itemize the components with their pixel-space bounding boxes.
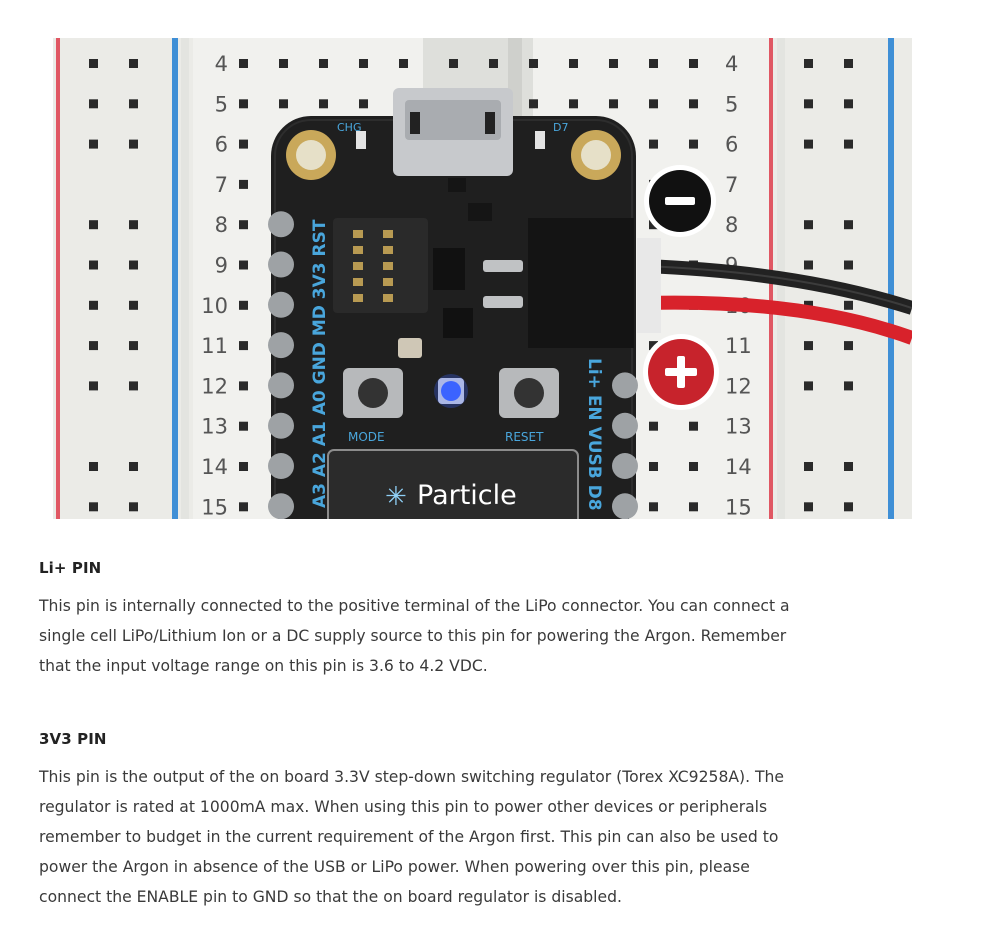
svg-text:A3 A2 A1 A0 GND MD 3V3 RST: A3 A2 A1 A0 GND MD 3V3 RST — [310, 219, 330, 508]
row-number: 5 — [215, 92, 228, 116]
row-number: 14 — [201, 455, 228, 479]
row-number: 11 — [201, 334, 228, 358]
row-number: 15 — [201, 495, 228, 519]
row-number: 6 — [725, 133, 738, 157]
row-number: 12 — [201, 374, 228, 398]
svg-text:Li+ EN VUSB D8: Li+ EN VUSB D8 — [584, 358, 604, 511]
3v3-pin-line: power the Argon in absence of the USB or… — [39, 858, 750, 876]
row-number: 4 — [725, 52, 738, 76]
row-number: 4 — [215, 52, 228, 76]
row-number: 7 — [725, 173, 738, 197]
reset-label: RESET — [505, 430, 544, 444]
3v3-pin-line: This pin is the output of the on board 3… — [39, 768, 785, 786]
red-wire — [642, 295, 912, 345]
mode-label: MODE — [348, 430, 385, 444]
left-rail-red-line — [56, 38, 60, 519]
brand-label: Particle — [417, 480, 517, 511]
row-number: 8 — [215, 213, 228, 237]
positive-terminal-badge — [643, 334, 719, 410]
row-number: 5 — [725, 92, 738, 116]
row-number: 15 — [725, 495, 752, 519]
li-pin-line: that the input voltage range on this pin… — [39, 657, 488, 675]
row-number: 8 — [725, 213, 738, 237]
row-number: 10 — [201, 294, 228, 318]
negative-terminal-badge — [644, 165, 716, 237]
particle-logo: ✳ Particle — [385, 480, 517, 512]
right-pin-labels: Li+ EN VUSB D8 — [584, 358, 604, 511]
row-number: 9 — [215, 254, 228, 278]
3v3-pin-description: This pin is the output of the on board 3… — [39, 762, 909, 912]
svg-text:✳: ✳ — [385, 482, 407, 512]
row-number: 12 — [725, 374, 752, 398]
3v3-pin-line: connect the ENABLE pin to GND so that th… — [39, 888, 622, 906]
li-pin-heading: Li+ PIN — [39, 559, 102, 577]
wifi-module — [327, 449, 579, 519]
li-pin-description: This pin is internally connected to the … — [39, 591, 909, 681]
row-numbers-left: 4 5 6 7 8 9 10 11 12 13 14 15 — [201, 52, 228, 519]
3v3-pin-heading: 3V3 PIN — [39, 730, 107, 748]
lipo-connector — [528, 218, 634, 348]
row-number: 14 — [725, 455, 752, 479]
argon-board — [268, 88, 661, 519]
row-number: 7 — [215, 173, 228, 197]
3v3-pin-line: regulator is rated at 1000mA max. When u… — [39, 798, 768, 816]
d7-label: D7 — [553, 121, 568, 134]
left-pin-labels: A3 A2 A1 A0 GND MD 3V3 RST — [310, 219, 330, 508]
row-number: 13 — [725, 415, 752, 439]
argon-breadboard-photo: 4 5 6 7 8 9 10 11 12 13 14 15 4 5 6 7 8 9 10 11 12 13 14 15 — [53, 38, 912, 519]
li-pin-line: single cell LiPo/Lithium Ion or a DC sup… — [39, 627, 787, 645]
3v3-pin-line: remember to budget in the current requir… — [39, 828, 779, 846]
li-pin-line: This pin is internally connected to the … — [39, 597, 790, 615]
left-rail-blue-line — [172, 38, 178, 519]
chg-label: CHG — [337, 121, 361, 134]
right-rail-blue-line — [888, 38, 894, 519]
row-number: 6 — [215, 133, 228, 157]
row-number: 11 — [725, 334, 752, 358]
row-number: 13 — [201, 415, 228, 439]
